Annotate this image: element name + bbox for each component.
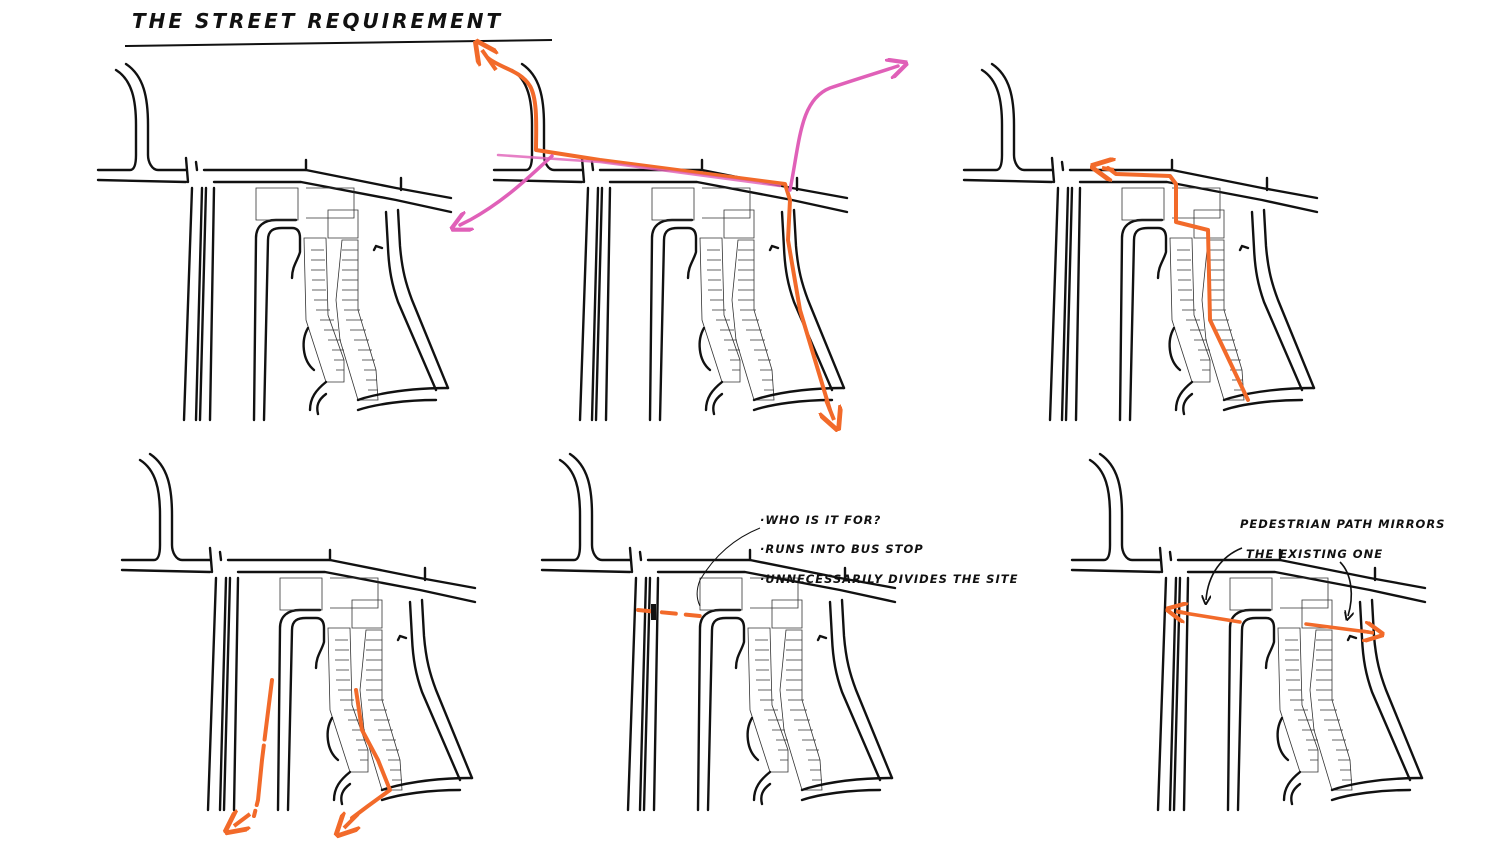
title-underline (124, 39, 553, 47)
panel-2-site-plan (492, 62, 849, 422)
note-panel6-line1: PEDESTRIAN PATH MIRRORS (1240, 517, 1445, 531)
route-arrow-northwest (482, 50, 496, 72)
existing-path-arrow (1176, 611, 1186, 613)
panel-5-site-plan (540, 452, 897, 812)
east-southbound-route (350, 688, 392, 820)
pink-connection-east (788, 66, 898, 192)
pink-connection-west (460, 154, 554, 225)
proposed-pedestrian-path (1304, 622, 1370, 634)
pink-main-street-highlight (496, 153, 782, 188)
panel-4-overlay (234, 678, 392, 828)
panel-3-overlay (1102, 166, 1250, 402)
note-panel5-line2: ·RUNS INTO BUS STOP (760, 542, 924, 556)
page-title: THE STREET REQUIREMENT (132, 9, 503, 33)
bus-stop-marker (651, 604, 656, 620)
east-route-arrow (344, 814, 358, 828)
note-panel5-line3: ·UNNECESSARILY DIVIDES THE SITE (760, 572, 1018, 586)
route-arrow-south (826, 399, 834, 420)
proposed-path-arrow (1361, 631, 1374, 633)
panel-4-site-plan (120, 452, 477, 812)
note-leader (696, 527, 761, 607)
panel-6-overlay: PEDESTRIAN PATH MIRRORS THE EXISTING ONE (1176, 517, 1445, 634)
panel-2-overlay (460, 50, 898, 420)
annotation-arrow-right (1339, 561, 1351, 616)
note-panel6-line2: THE EXISTING ONE (1246, 547, 1383, 561)
main-street-route (486, 56, 832, 412)
internal-route-arrow (1102, 168, 1114, 170)
west-southbound-route (252, 678, 274, 818)
note-panel5-line1: ·WHO IS IT FOR? (760, 513, 881, 527)
panel-1-site-plan (96, 62, 453, 422)
internal-street-route (1106, 166, 1250, 402)
panel-3-site-plan (962, 62, 1319, 422)
west-route-arrow (234, 814, 252, 826)
annotation-arrow-left (1206, 547, 1243, 600)
dashed-cross-link (636, 608, 702, 618)
panel-5-overlay: ·WHO IS IT FOR? ·RUNS INTO BUS STOP ·UNN… (636, 513, 1018, 620)
